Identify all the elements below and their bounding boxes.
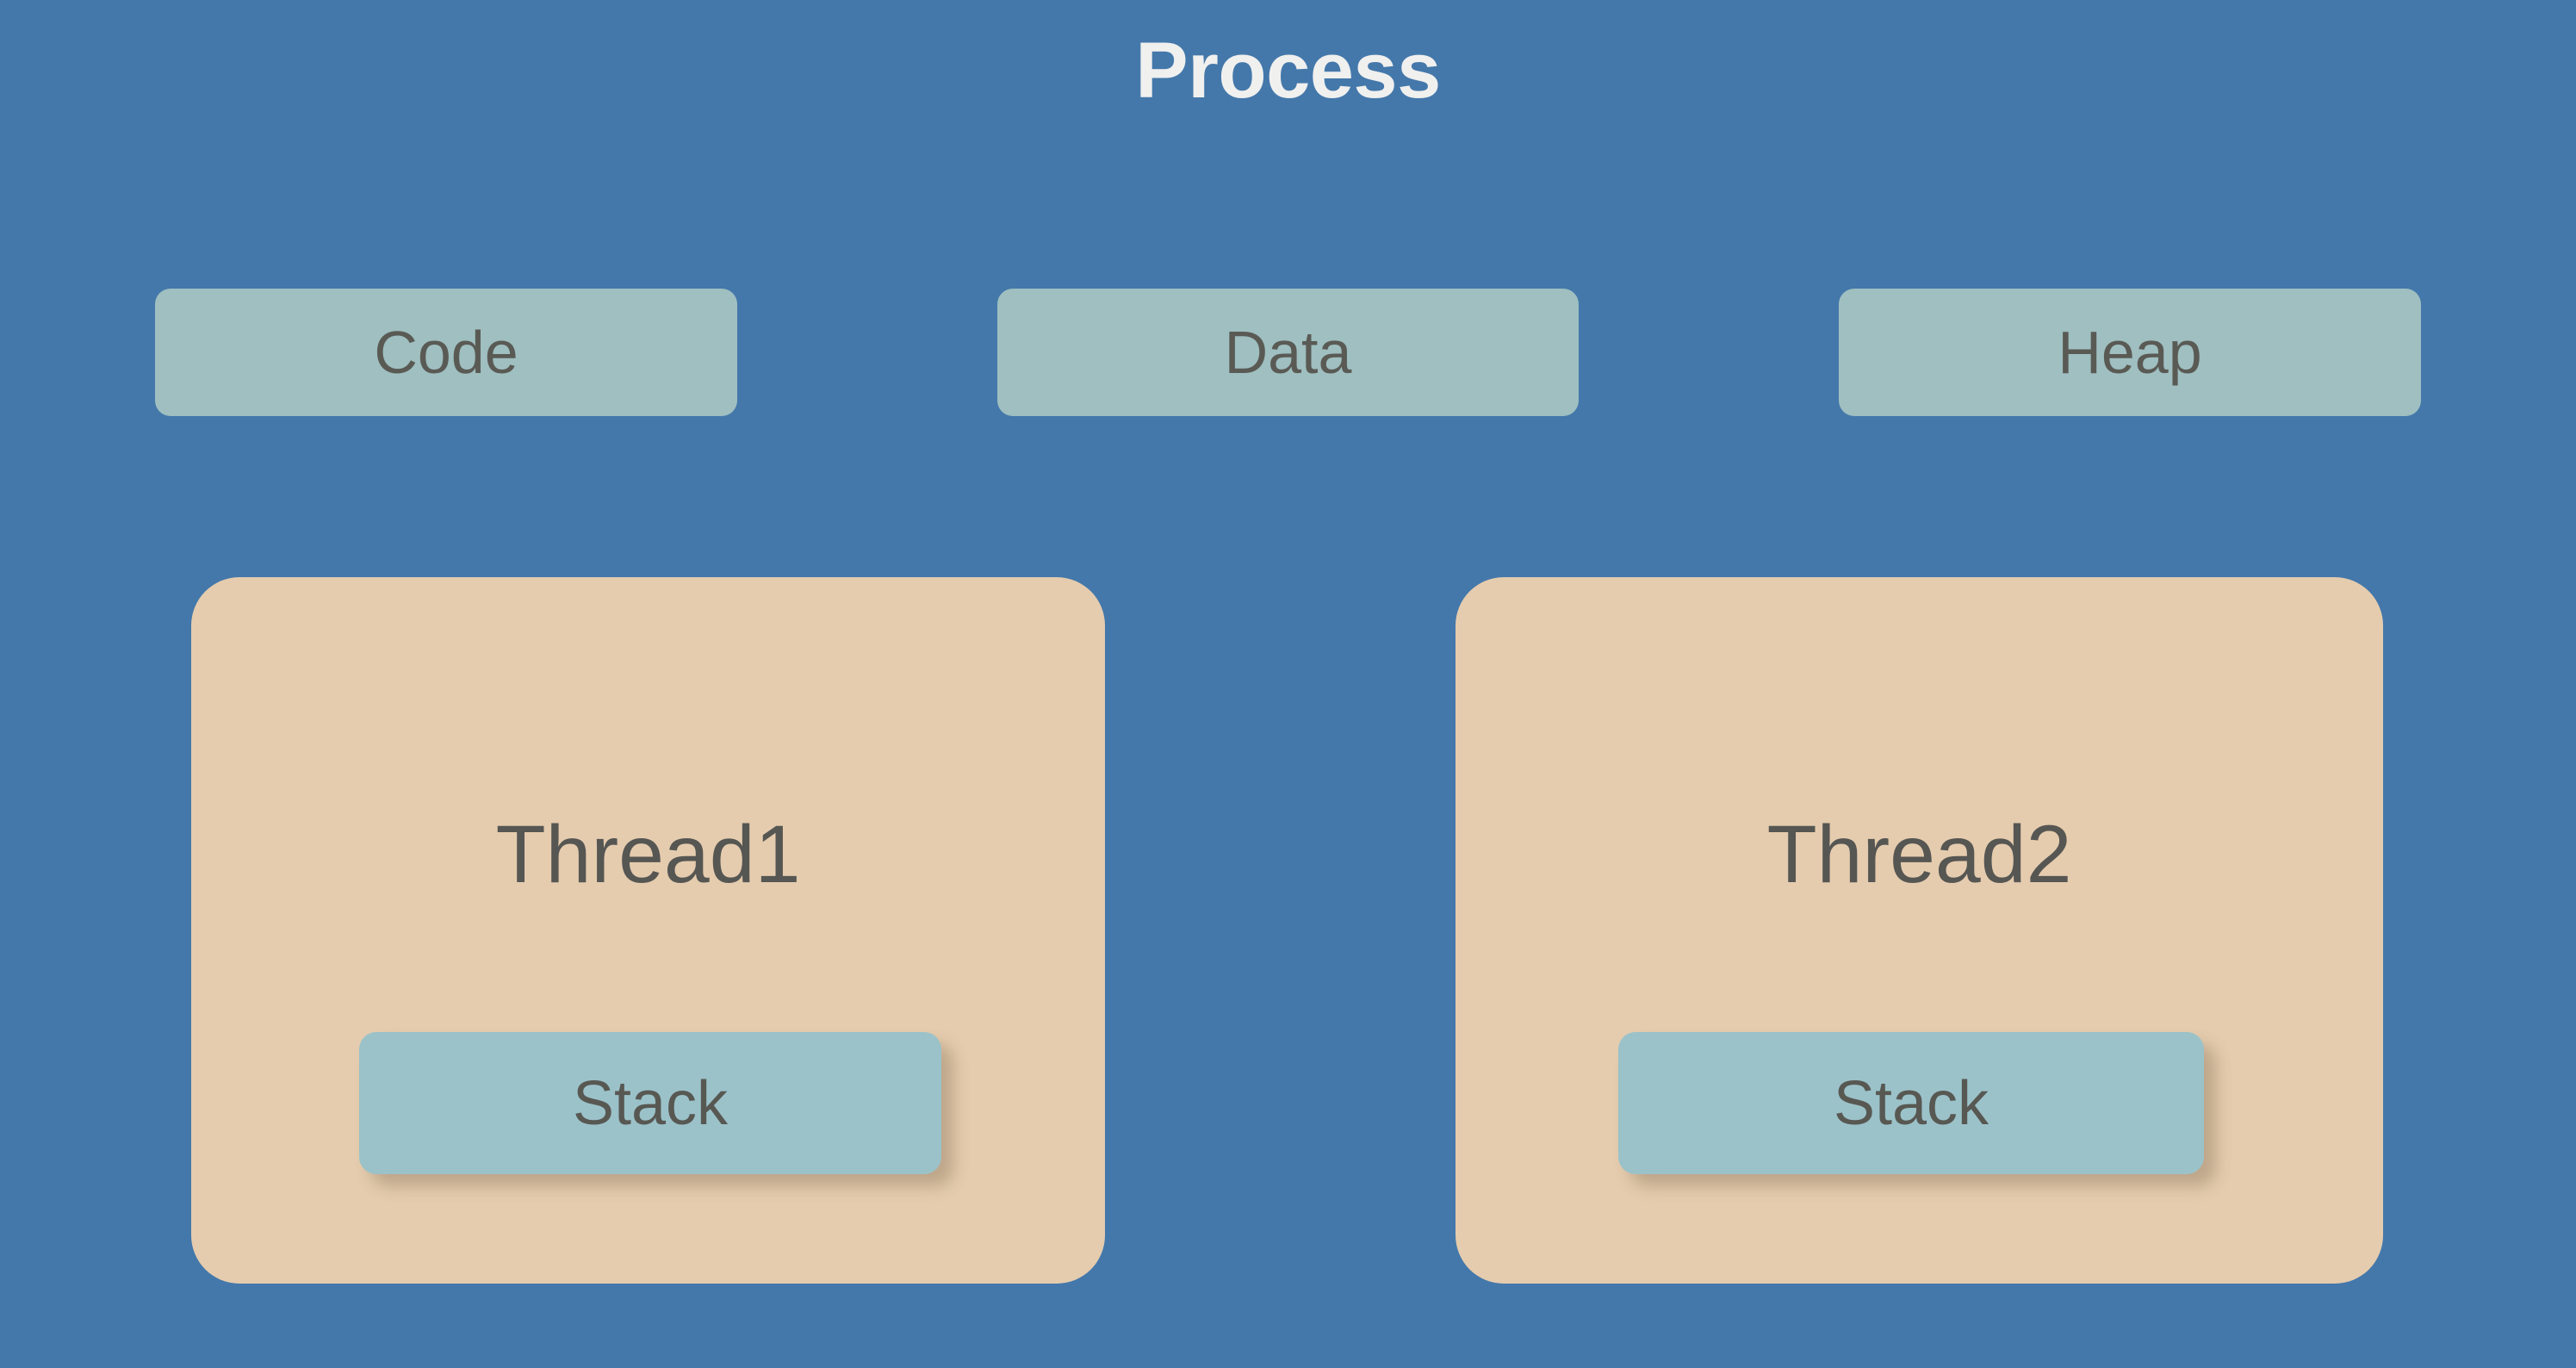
thread-label-thread2: Thread2 [1766,809,2072,900]
segment-label-data: Data [1224,319,1352,386]
segment-box-data[interactable]: Data [997,289,1579,416]
thread-box-thread1[interactable]: Thread1 Stack [191,577,1105,1284]
stack-label-thread2: Stack [1833,1068,1989,1138]
segment-box-heap[interactable]: Heap [1839,289,2421,416]
thread-box-thread2[interactable]: Thread2 Stack [1456,577,2383,1284]
thread-label-thread1: Thread1 [495,809,801,900]
segment-label-heap: Heap [2058,319,2202,386]
segment-box-code[interactable]: Code [155,289,737,416]
stack-label-thread1: Stack [572,1068,729,1138]
segment-label-code: Code [374,319,518,386]
stack-box-thread2[interactable]: Stack [1618,1032,2204,1174]
page-title: Process [1135,27,1441,115]
stack-box-thread1[interactable]: Stack [359,1032,941,1174]
